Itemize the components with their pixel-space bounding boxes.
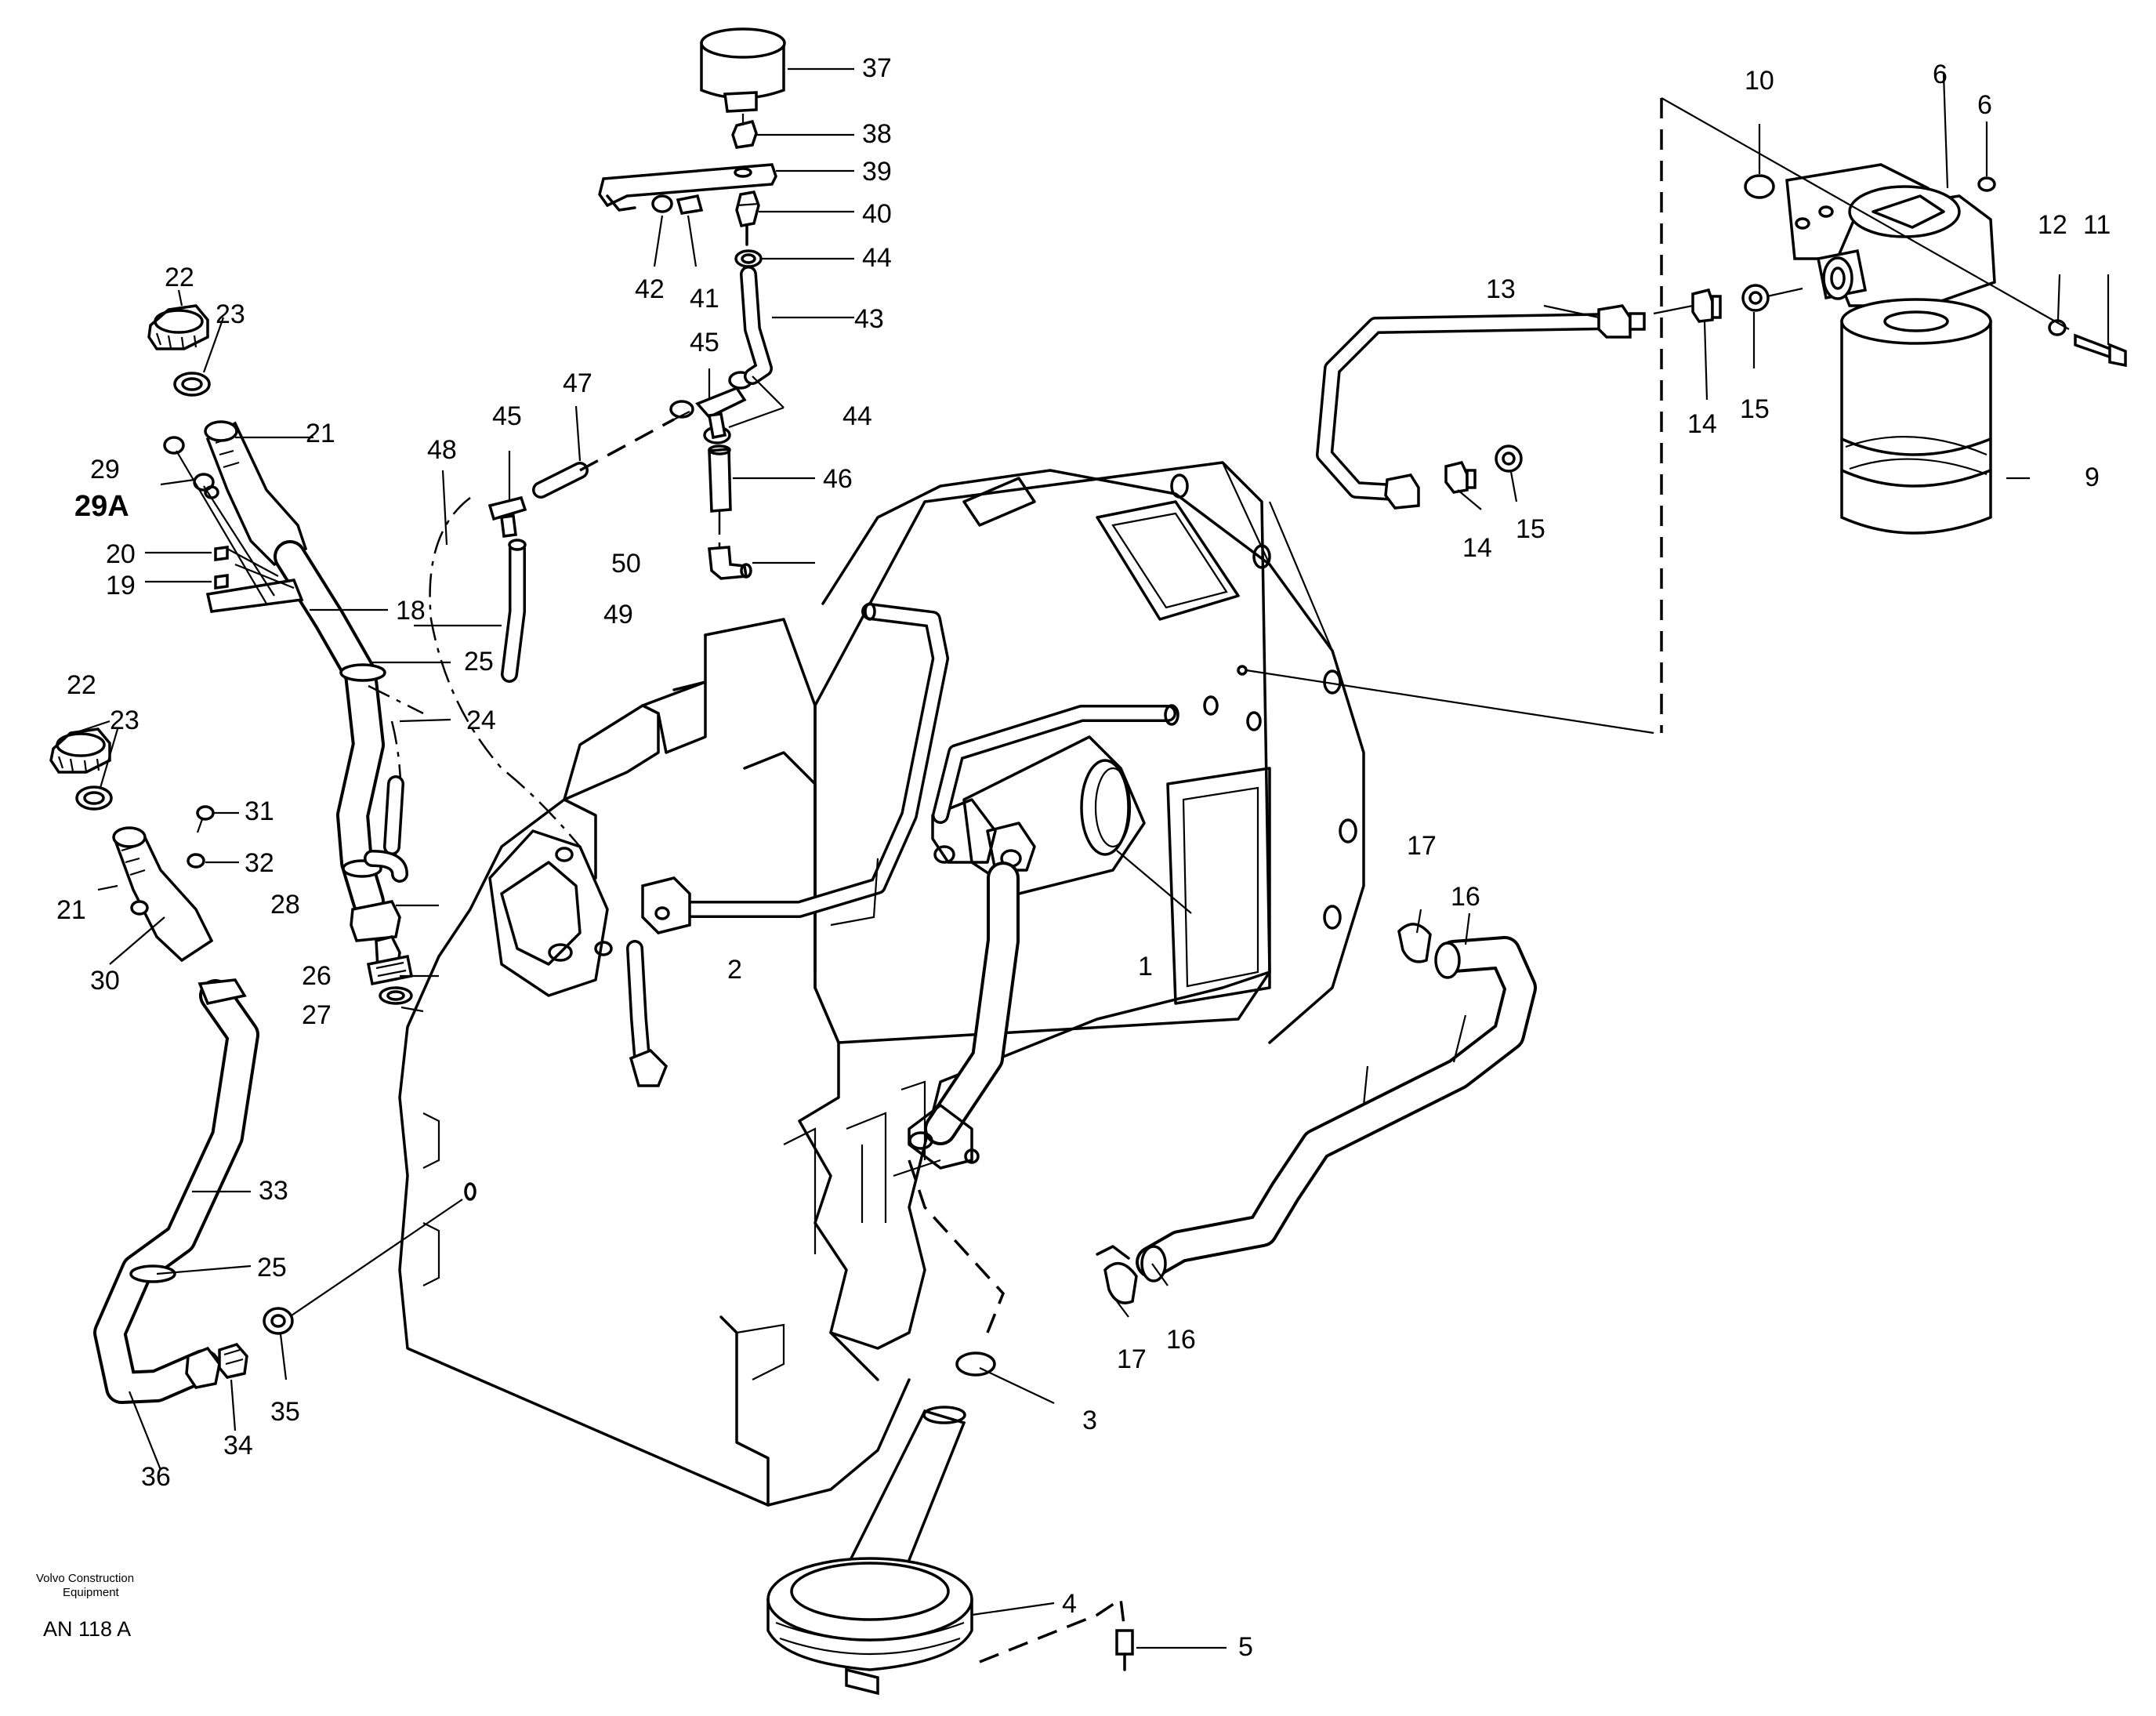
label-45b: 45 xyxy=(492,401,522,431)
label-14a: 14 xyxy=(1687,409,1717,439)
drawing-id: AN 118 A xyxy=(43,1617,131,1641)
dipstick-upper xyxy=(147,304,581,1005)
label-1: 1 xyxy=(1138,952,1153,981)
label-5: 5 xyxy=(1238,1632,1253,1662)
label-28: 28 xyxy=(270,890,300,920)
callout-labels: 1 2 3 4 5 6 6 9 10 11 12 13 14 14 15 15 … xyxy=(56,53,2111,1662)
label-16b: 16 xyxy=(1166,1325,1196,1355)
label-36: 36 xyxy=(141,1462,171,1492)
label-18: 18 xyxy=(396,596,426,626)
label-21b: 21 xyxy=(56,895,86,925)
label-49: 49 xyxy=(603,600,633,629)
label-3: 3 xyxy=(1082,1406,1097,1435)
label-37: 37 xyxy=(862,53,892,83)
label-45a: 45 xyxy=(690,328,719,357)
label-24: 24 xyxy=(466,706,496,735)
label-30: 30 xyxy=(90,966,120,996)
pressure-line xyxy=(1316,284,1803,510)
label-2: 2 xyxy=(727,955,742,985)
return-hose xyxy=(1096,923,1537,1304)
label-25b: 25 xyxy=(257,1253,287,1282)
label-27: 27 xyxy=(302,1000,332,1030)
label-39: 39 xyxy=(862,157,892,187)
label-29A: 29A xyxy=(74,490,129,523)
oil-filter-assembly xyxy=(1245,97,2127,735)
label-44b: 44 xyxy=(842,401,872,431)
label-14b: 14 xyxy=(1462,533,1492,563)
label-9: 9 xyxy=(2085,463,2100,492)
label-48: 48 xyxy=(427,435,457,465)
label-46: 46 xyxy=(823,464,853,494)
label-43: 43 xyxy=(854,304,884,334)
label-13: 13 xyxy=(1486,274,1516,304)
leader-lines xyxy=(74,67,2110,1649)
label-11: 11 xyxy=(2083,210,2111,240)
company-name-line2: Equipment xyxy=(63,1586,120,1599)
label-17a: 17 xyxy=(1407,831,1437,861)
label-40: 40 xyxy=(862,199,892,229)
label-23b: 23 xyxy=(110,706,140,735)
label-41: 41 xyxy=(690,284,719,314)
label-26: 26 xyxy=(302,961,332,991)
label-47: 47 xyxy=(563,368,592,398)
label-17b: 17 xyxy=(1117,1344,1147,1374)
label-4: 4 xyxy=(1062,1589,1077,1619)
drawing-footer: Volvo Construction Equipment AN 118 A xyxy=(36,1572,134,1641)
label-32: 32 xyxy=(245,848,274,878)
label-35: 35 xyxy=(270,1397,300,1427)
suction-strainer xyxy=(766,1159,1134,1696)
label-19: 19 xyxy=(106,571,136,600)
label-34: 34 xyxy=(223,1431,253,1460)
label-44a: 44 xyxy=(862,243,892,273)
label-10: 10 xyxy=(1745,66,1774,96)
label-12: 12 xyxy=(2038,210,2067,240)
label-6b: 6 xyxy=(1977,90,1992,120)
flange-bolts xyxy=(1170,473,1357,930)
label-22a: 22 xyxy=(165,263,194,292)
label-25a: 25 xyxy=(464,647,494,677)
label-15b: 15 xyxy=(1516,514,1545,544)
valve-block xyxy=(908,704,1179,1170)
label-16a: 16 xyxy=(1451,882,1480,912)
label-29: 29 xyxy=(90,455,120,484)
dipstick-lower xyxy=(49,727,463,1404)
tube-2 xyxy=(626,602,949,1087)
company-name-line1: Volvo Construction xyxy=(36,1572,134,1585)
label-20: 20 xyxy=(106,539,136,569)
label-6a: 6 xyxy=(1933,60,1948,89)
label-15a: 15 xyxy=(1740,394,1770,424)
label-50: 50 xyxy=(611,549,641,579)
label-38: 38 xyxy=(862,119,892,149)
label-33: 33 xyxy=(259,1176,288,1206)
label-22b: 22 xyxy=(67,670,96,700)
label-23a: 23 xyxy=(216,299,245,329)
label-21a: 21 xyxy=(306,419,335,448)
label-31: 31 xyxy=(245,796,274,826)
label-42: 42 xyxy=(635,274,665,304)
breather-assembly xyxy=(487,27,786,580)
